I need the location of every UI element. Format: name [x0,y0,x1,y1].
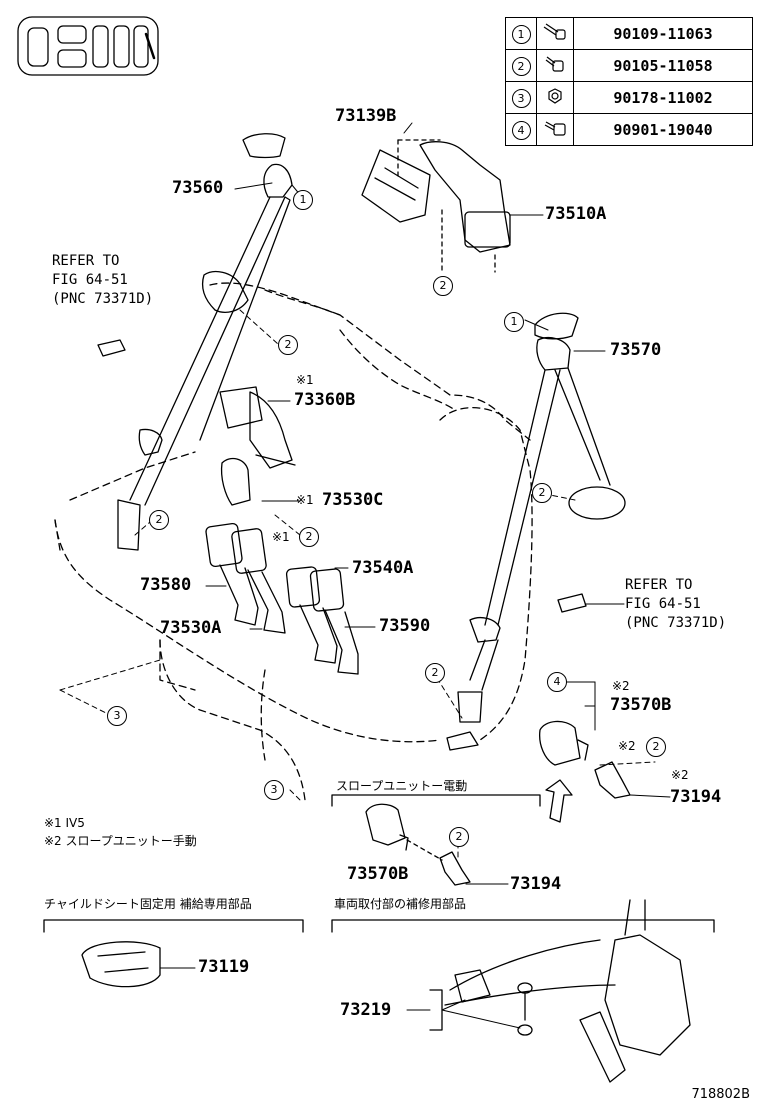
refer-clip-left [97,339,126,357]
part-label-73570B-right: 73570B [610,695,672,715]
legend-part-number: 90109-11063 [573,17,753,50]
legend-part-number: 90901-19040 [573,113,753,146]
legend-number: 4 [511,121,531,140]
mark-note2-bolt: ※2 [618,739,636,753]
note-2: ※2 スロープユニットー手動 [44,834,197,848]
child-seat-bracket-73119 [81,941,161,988]
buckle-group-center [285,566,359,675]
refer-line: REFER TO [625,577,693,593]
part-label-73530A: 73530A [160,618,222,638]
bolt-icon [536,113,574,146]
callout-3: 3 [107,706,127,726]
seat-outline [54,282,533,801]
nut-icon [536,81,574,114]
legend-part-number: 90178-11002 [573,81,753,114]
note-child-seat: チャイルドシート固定用 補給専用部品 [44,897,252,911]
refer-line: REFER TO [52,253,120,269]
legend-row: 1 90109-11063 [505,17,753,50]
part-label-73560: 73560 [172,178,224,198]
callout-2: 2 [149,510,169,530]
vehicle-anchor-area [429,899,691,1083]
mark-note1-73580: ※1 [272,530,290,544]
mark-note2-73194: ※2 [671,768,689,782]
part-label-73590: 73590 [379,616,431,636]
callout-2: 2 [299,527,319,547]
callout-2: 2 [433,276,453,296]
refer-line: FIG 64-51 [625,596,701,612]
mark-note1-73360B: ※1 [296,373,314,387]
part-label-73530C: 73530C [322,490,384,510]
part-label-73119: 73119 [198,957,250,977]
fastener-legend-table: 1 90109-11063 2 90105-11058 3 90178-1100… [505,17,753,146]
buckle-73570B-right [539,720,631,799]
note-1: ※1 IV5 [44,816,85,830]
part-label-73510A: 73510A [545,204,607,224]
legend-number: 1 [511,25,531,44]
part-label-73219: 73219 [340,1000,392,1020]
diagram-number: 718802B [691,1087,750,1102]
mark-note1-73530C: ※1 [296,493,314,507]
electric-slope-group [331,794,541,886]
slope-arrow [545,779,573,823]
callout-2: 2 [449,827,469,847]
dashed-leaders [59,309,656,861]
callout-1: 1 [504,312,524,332]
legend-number: 3 [511,89,531,108]
legend-row: 3 90178-11002 [505,81,753,114]
part-label-73139B: 73139B [335,106,397,126]
part-label-73540A: 73540A [352,558,414,578]
left-seat-belt-assembly [117,133,293,551]
refer-note-right: REFER TO FIG 64-51 (PNC 73371D) [625,576,726,633]
vehicle-repair-section-bracket [331,919,715,933]
part-label-73194-lower: 73194 [510,874,562,894]
refer-clip-right [557,593,587,613]
legend-part-number: 90105-11058 [573,49,753,82]
refer-note-left: REFER TO FIG 64-51 (PNC 73371D) [52,252,153,309]
note-slope-electric: スロープユニットー電動 [336,779,468,793]
callout-4: 4 [547,672,567,692]
part-label-73570: 73570 [610,340,662,360]
legend-row: 4 90901-19040 [505,113,753,146]
part-label-73194-right: 73194 [670,787,722,807]
mark-note2-73570B: ※2 [612,679,630,693]
child-seat-section-bracket [43,919,304,933]
callout-2: 2 [646,737,666,757]
callout-2: 2 [278,335,298,355]
bolt-icon [536,49,574,82]
refer-line: (PNC 73371D) [52,291,154,307]
callout-1: 1 [293,190,313,210]
leader-lines [159,122,671,1029]
buckle-73360B [219,386,296,506]
callout-2: 2 [425,663,445,683]
refer-line: FIG 64-51 [52,272,128,288]
bolt-icon [536,17,574,50]
refer-line: (PNC 73371D) [625,615,727,631]
note-vehicle-repair: 車両取付部の補修用部品 [334,897,467,911]
upper-retractor-assembly [361,139,511,273]
vehicle-seat-layout-icon [17,16,159,76]
legend-number: 2 [511,57,531,76]
legend-row: 2 90105-11058 [505,49,753,82]
buckle-group-left [205,522,286,634]
callout-2: 2 [532,483,552,503]
part-label-73360B: 73360B [294,390,356,410]
right-seat-belt-assembly [446,312,626,751]
callout-3: 3 [264,780,284,800]
part-label-73570B-lower: 73570B [347,864,409,884]
part-label-73580: 73580 [140,575,192,595]
